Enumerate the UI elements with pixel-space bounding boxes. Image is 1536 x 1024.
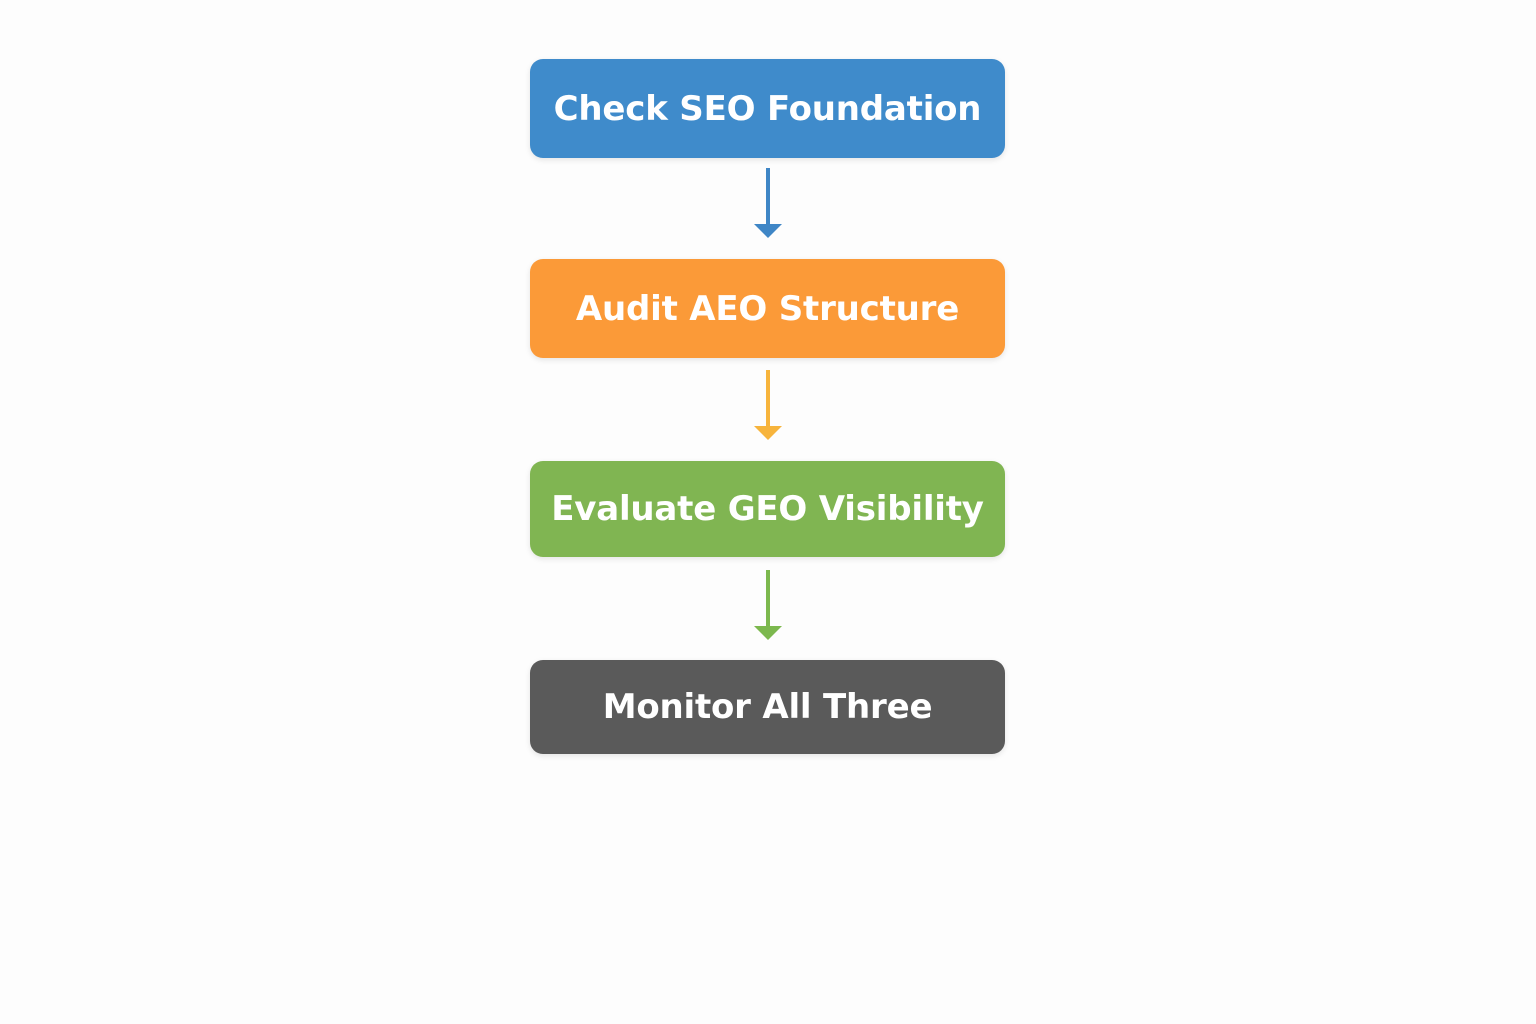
arrow-down-icon <box>754 168 782 238</box>
arrow-down-icon <box>754 570 782 640</box>
arrow-head <box>754 626 782 640</box>
step-check-seo-foundation: Check SEO Foundation <box>530 59 1005 158</box>
step-label: Audit AEO Structure <box>575 288 960 329</box>
step-label: Check SEO Foundation <box>553 88 982 129</box>
step-label: Evaluate GEO Visibility <box>551 489 984 529</box>
step-label: Monitor All Three <box>602 687 933 727</box>
arrow-down-icon <box>754 370 782 440</box>
arrow-head <box>754 426 782 440</box>
step-audit-aeo-structure: Audit AEO Structure <box>530 259 1005 358</box>
step-monitor-all-three: Monitor All Three <box>530 660 1005 754</box>
arrow-head <box>754 224 782 238</box>
step-evaluate-geo-visibility: Evaluate GEO Visibility <box>530 461 1005 557</box>
